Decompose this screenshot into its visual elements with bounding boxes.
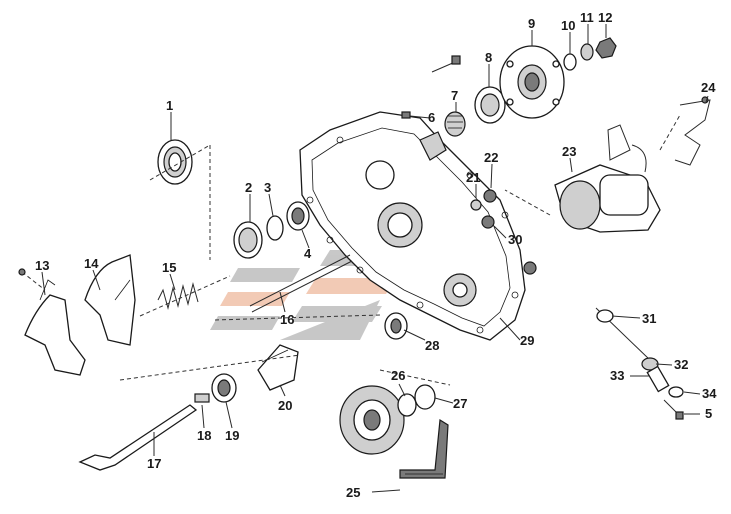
callout-30: 30 bbox=[508, 232, 522, 247]
part-22-plug bbox=[483, 189, 497, 203]
callout-27: 27 bbox=[453, 396, 467, 411]
callout-32: 32 bbox=[674, 357, 688, 372]
part-26-snap-ring bbox=[397, 393, 417, 417]
part-1-oil-seal bbox=[149, 139, 211, 260]
callout-labels: 1 2 3 4 5 6 7 8 9 10 11 12 13 14 15 16 1… bbox=[35, 10, 717, 500]
part-21-plug bbox=[470, 199, 482, 211]
part-15-spring bbox=[139, 275, 231, 317]
part-14-shift-fork bbox=[84, 254, 136, 346]
callout-22: 22 bbox=[484, 150, 498, 165]
callout-33: 33 bbox=[610, 368, 624, 383]
callout-24: 24 bbox=[701, 80, 716, 95]
callout-18: 18 bbox=[197, 428, 211, 443]
callout-16: 16 bbox=[280, 312, 294, 327]
leader-lines bbox=[41, 24, 709, 493]
part-18-pin bbox=[194, 393, 210, 403]
part-2-bearing bbox=[233, 221, 263, 259]
callout-21: 21 bbox=[466, 170, 480, 185]
part-24-position-sensor bbox=[659, 96, 711, 166]
part-20-cam bbox=[257, 344, 299, 391]
callout-26: 26 bbox=[391, 368, 405, 383]
callout-4: 4 bbox=[304, 246, 312, 261]
callout-34: 34 bbox=[702, 386, 717, 401]
callout-12: 12 bbox=[598, 10, 612, 25]
alignment-line-2 bbox=[379, 369, 451, 386]
callout-9: 9 bbox=[528, 16, 535, 31]
alignment-line bbox=[119, 354, 301, 381]
part-30-plug bbox=[481, 215, 537, 275]
part-25-drive-chain bbox=[399, 418, 449, 479]
part-12-nut bbox=[595, 37, 617, 59]
callout-20: 20 bbox=[278, 398, 292, 413]
callout-25: 25 bbox=[346, 485, 360, 500]
part-9-companion-flange bbox=[499, 45, 565, 119]
bolt-top bbox=[431, 55, 461, 73]
part-28-bearing bbox=[384, 312, 408, 340]
callout-15: 15 bbox=[162, 260, 176, 275]
callout-1: 1 bbox=[166, 98, 173, 113]
part-11-washer bbox=[580, 43, 594, 61]
transfer-case-housing bbox=[299, 111, 526, 341]
callout-11: 11 bbox=[580, 10, 594, 25]
part-27-washer bbox=[414, 384, 436, 410]
callout-13: 13 bbox=[35, 258, 49, 273]
part-17-shift-rod bbox=[78, 404, 198, 471]
part-10-o-ring bbox=[563, 53, 577, 71]
callout-10: 10 bbox=[561, 18, 575, 33]
callout-3: 3 bbox=[264, 180, 271, 195]
callout-29: 29 bbox=[520, 333, 534, 348]
callout-2: 2 bbox=[245, 180, 252, 195]
callout-6: 6 bbox=[428, 110, 435, 125]
part-3-snap-ring bbox=[266, 215, 284, 241]
callout-19: 19 bbox=[225, 428, 239, 443]
callout-8: 8 bbox=[485, 50, 492, 65]
part-16-shaft bbox=[214, 254, 381, 321]
part-4-bearing bbox=[286, 201, 310, 231]
drive-sprocket bbox=[339, 385, 405, 455]
part-19-bearing bbox=[211, 373, 237, 403]
part-7-speedo-gear bbox=[444, 111, 466, 137]
callout-17: 17 bbox=[147, 456, 161, 471]
callout-5: 5 bbox=[705, 406, 712, 421]
callout-31: 31 bbox=[642, 311, 656, 326]
part-6-plug bbox=[401, 111, 411, 119]
part-13-shift-fork bbox=[18, 268, 86, 376]
callout-14: 14 bbox=[84, 256, 99, 271]
part-5-bolt bbox=[663, 399, 684, 420]
callout-7: 7 bbox=[451, 88, 458, 103]
callout-28: 28 bbox=[425, 338, 439, 353]
part-33-body bbox=[646, 365, 670, 393]
part-34-o-ring bbox=[668, 386, 684, 398]
part-8-oil-seal bbox=[474, 86, 506, 124]
part-23-shift-motor bbox=[504, 124, 661, 233]
callout-23: 23 bbox=[562, 144, 576, 159]
